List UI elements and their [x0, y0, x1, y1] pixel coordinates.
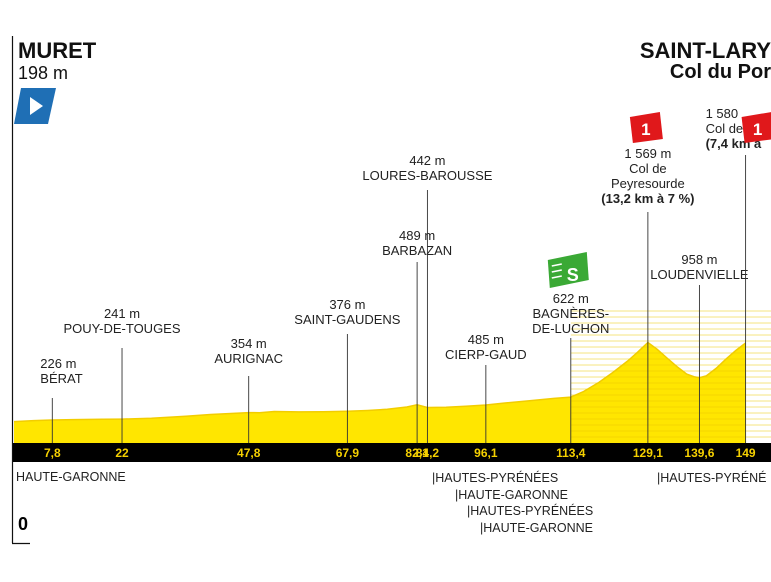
- waypoint-text: SAINT-GAUDENS: [294, 312, 401, 327]
- waypoint-text: 489 m: [399, 228, 435, 243]
- elevation-area: [14, 342, 746, 443]
- waypoint-text: 376 m: [329, 297, 365, 312]
- waypoint-text: 1 580: [706, 106, 739, 121]
- km-marker-label: 84,2: [416, 446, 440, 460]
- waypoint-text: CIERP-GAUD: [445, 347, 527, 362]
- region-layer: HAUTE-GARONNE|HAUTES-PYRÉNÉES|HAUTE-GARO…: [16, 470, 767, 535]
- waypoint-text: 241 m: [104, 306, 140, 321]
- waypoint-text: LOUDENVIELLE: [650, 267, 749, 282]
- km-marker-label: 47,8: [237, 446, 261, 460]
- climb-category-badge: 1: [741, 112, 771, 143]
- region-label: |HAUTES-PYRÉNÉES: [432, 470, 558, 485]
- intermediate-sprint-badge: S: [547, 252, 589, 288]
- region-label: |HAUTE-GARONNE: [455, 488, 568, 502]
- km-marker-label: 149: [736, 446, 756, 460]
- badge-layer: 1 1S: [547, 112, 771, 288]
- start-flag-icon: [14, 88, 56, 124]
- climb-category-label: 1: [641, 120, 650, 139]
- waypoint-text: POUY-DE-TOUGES: [64, 321, 181, 336]
- km-marker-label: 7,8: [44, 446, 61, 460]
- waypoint-text: Peyresourde: [611, 176, 685, 191]
- km-marker-label: 129,1: [633, 446, 663, 460]
- km-marker-label: 67,9: [336, 446, 360, 460]
- km-bar: [13, 443, 771, 462]
- finish-town-name: SAINT-LARY: [640, 38, 771, 63]
- waypoint-text: Col de: [629, 161, 667, 176]
- waypoint-text: 226 m: [40, 356, 76, 371]
- waypoint-text: AURIGNAC: [214, 351, 283, 366]
- finish-subtitle: Col du Por: [670, 61, 771, 83]
- region-label: HAUTE-GARONNE: [16, 470, 126, 484]
- waypoint-text: 442 m: [409, 153, 445, 168]
- km-marker-label: 139,6: [684, 446, 714, 460]
- climb-category-badge: 1: [629, 112, 663, 143]
- region-label: |HAUTE-GARONNE: [480, 521, 593, 535]
- waypoint-text: 622 m: [553, 291, 589, 306]
- elevation-line: [13, 341, 747, 423]
- sprint-label: S: [567, 265, 579, 285]
- waypoint-text: (13,2 km à 7 %): [601, 191, 694, 206]
- start-altitude: 198 m: [18, 63, 68, 83]
- waypoint-text: LOURES-BAROUSSE: [362, 168, 492, 183]
- altitude-zero-label: 0: [18, 514, 28, 534]
- waypoint-text: BÉRAT: [40, 371, 82, 386]
- waypoint-text: BARBAZAN: [382, 243, 452, 258]
- km-marker-label: 96,1: [474, 446, 498, 460]
- waypoint-text: 485 m: [468, 332, 504, 347]
- waypoint-text: DE-LUCHON: [532, 321, 609, 336]
- km-bar-layer: 7,8 22 47,8 67,9 82,184,2 96,1 113,4 129,1 139,6…: [13, 443, 771, 462]
- profile-layer: [13, 310, 771, 443]
- waypoint-text: BAGNÈRES-: [533, 306, 610, 321]
- km-marker-label: 113,4: [556, 446, 586, 460]
- waypoint-text: 958 m: [681, 252, 717, 267]
- start-town-name: MURET: [18, 38, 97, 63]
- climb-category-label: 1: [753, 120, 762, 139]
- km-marker-label: 82,1: [405, 446, 429, 460]
- region-label: |HAUTES-PYRÉNÉES: [467, 503, 593, 518]
- waypoint-text: 1 569 m: [624, 146, 671, 161]
- km-marker-label: 22: [115, 446, 129, 460]
- waypoint-text: 354 m: [231, 336, 267, 351]
- region-label: |HAUTES-PYRÉNÉ: [657, 470, 767, 485]
